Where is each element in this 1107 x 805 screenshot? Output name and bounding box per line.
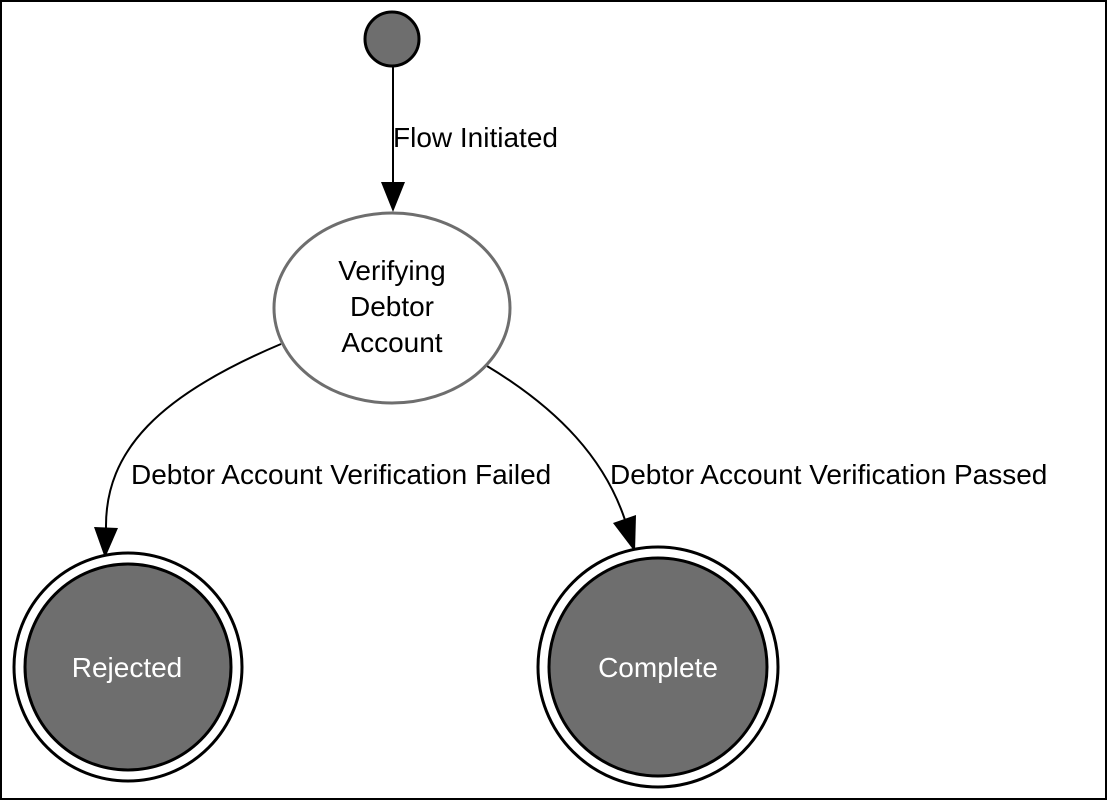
state-verifying-ellipse (272, 211, 512, 405)
state-verifying-debtor-account: Verifying Debtor Account (272, 211, 512, 405)
final-state-rejected-label: Rejected (72, 652, 183, 683)
edge-verification-failed-curve (104, 343, 282, 529)
initial-state-dot-icon (363, 10, 421, 68)
edge-verification-passed-label: Debtor Account Verification Passed (610, 459, 1047, 490)
edge-verification-passed: Debtor Account Verification Passed (486, 365, 1047, 552)
state-verifying-label-line1: Verifying (338, 255, 445, 286)
state-verifying-label-line2: Debtor (350, 291, 434, 322)
final-state-complete: Complete (536, 545, 780, 789)
edge-verification-failed: Debtor Account Verification Failed (94, 343, 551, 558)
edge-verification-passed-curve (486, 365, 626, 521)
edge-flow-initiated-label: Flow Initiated (393, 122, 558, 153)
edge-flow-initiated-arrowhead (381, 182, 405, 212)
edge-verification-failed-arrowhead (94, 527, 118, 558)
final-state-complete-label: Complete (598, 652, 718, 683)
final-state-complete-inner (547, 556, 769, 778)
final-state-rejected-inner (23, 562, 233, 772)
edge-verification-failed-label: Debtor Account Verification Failed (131, 459, 551, 490)
state-verifying-label-line3: Account (341, 327, 442, 358)
edge-verification-passed-arrowhead (613, 515, 636, 552)
final-state-rejected: Rejected (12, 551, 244, 783)
edge-flow-initiated: Flow Initiated (381, 66, 558, 212)
